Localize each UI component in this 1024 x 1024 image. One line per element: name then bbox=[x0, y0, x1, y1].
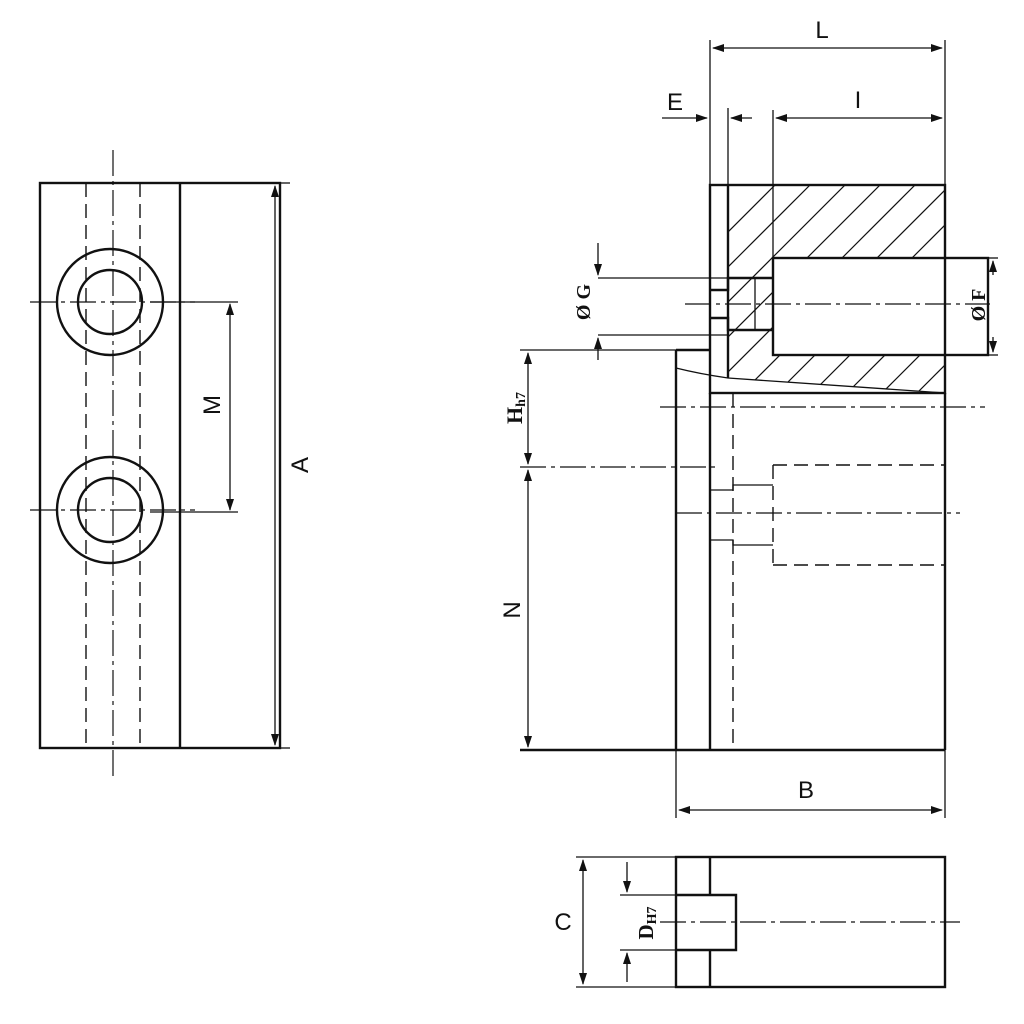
section-hatching bbox=[728, 185, 945, 393]
dim-label-i: I bbox=[855, 87, 862, 114]
hidden-lower-bore bbox=[710, 464, 945, 566]
dimension-c: C bbox=[554, 856, 676, 988]
dimension-h: Hh7 bbox=[502, 349, 676, 465]
dim-label-f: Ø F bbox=[968, 289, 990, 322]
dim-label-m: M bbox=[199, 395, 226, 415]
dim-label-d: DH7 bbox=[634, 906, 660, 939]
left-view: M A bbox=[30, 150, 314, 780]
dim-label-g: Ø G bbox=[573, 284, 595, 321]
dimension-l: L bbox=[709, 17, 946, 185]
dimension-m: M bbox=[150, 301, 238, 513]
bottom-view: C DH7 bbox=[554, 855, 960, 989]
right-view: L E I Ø G Ø F bbox=[499, 17, 998, 818]
taper-line bbox=[675, 367, 946, 394]
slot-d bbox=[676, 893, 738, 952]
dim-label-l: L bbox=[815, 17, 828, 44]
dim-label-h: Hh7 bbox=[502, 392, 529, 424]
dim-label-d-main: D bbox=[634, 924, 658, 939]
left-view-outline bbox=[38, 181, 282, 750]
dim-label-h-sub: h7 bbox=[514, 392, 529, 407]
step-g bbox=[710, 276, 773, 332]
dimension-a: A bbox=[271, 182, 314, 749]
dim-label-n: N bbox=[499, 601, 526, 618]
dimension-i: I bbox=[772, 87, 943, 258]
dimension-b: B bbox=[675, 750, 946, 818]
dim-label-b: B bbox=[798, 777, 814, 804]
dim-label-c: C bbox=[554, 909, 571, 936]
dimension-g: Ø G bbox=[573, 243, 728, 360]
section-block-outline bbox=[708, 183, 947, 395]
dimension-n: N bbox=[499, 469, 532, 748]
dimension-f: Ø F bbox=[968, 257, 998, 356]
dim-label-e: E bbox=[667, 89, 683, 116]
dim-label-h-main: H bbox=[502, 407, 527, 424]
bore-f bbox=[771, 256, 990, 357]
dim-label-d-sub: H7 bbox=[645, 906, 660, 924]
dim-label-a: A bbox=[287, 457, 314, 473]
dimension-e: E bbox=[662, 89, 752, 185]
dimension-d: DH7 bbox=[620, 862, 676, 982]
